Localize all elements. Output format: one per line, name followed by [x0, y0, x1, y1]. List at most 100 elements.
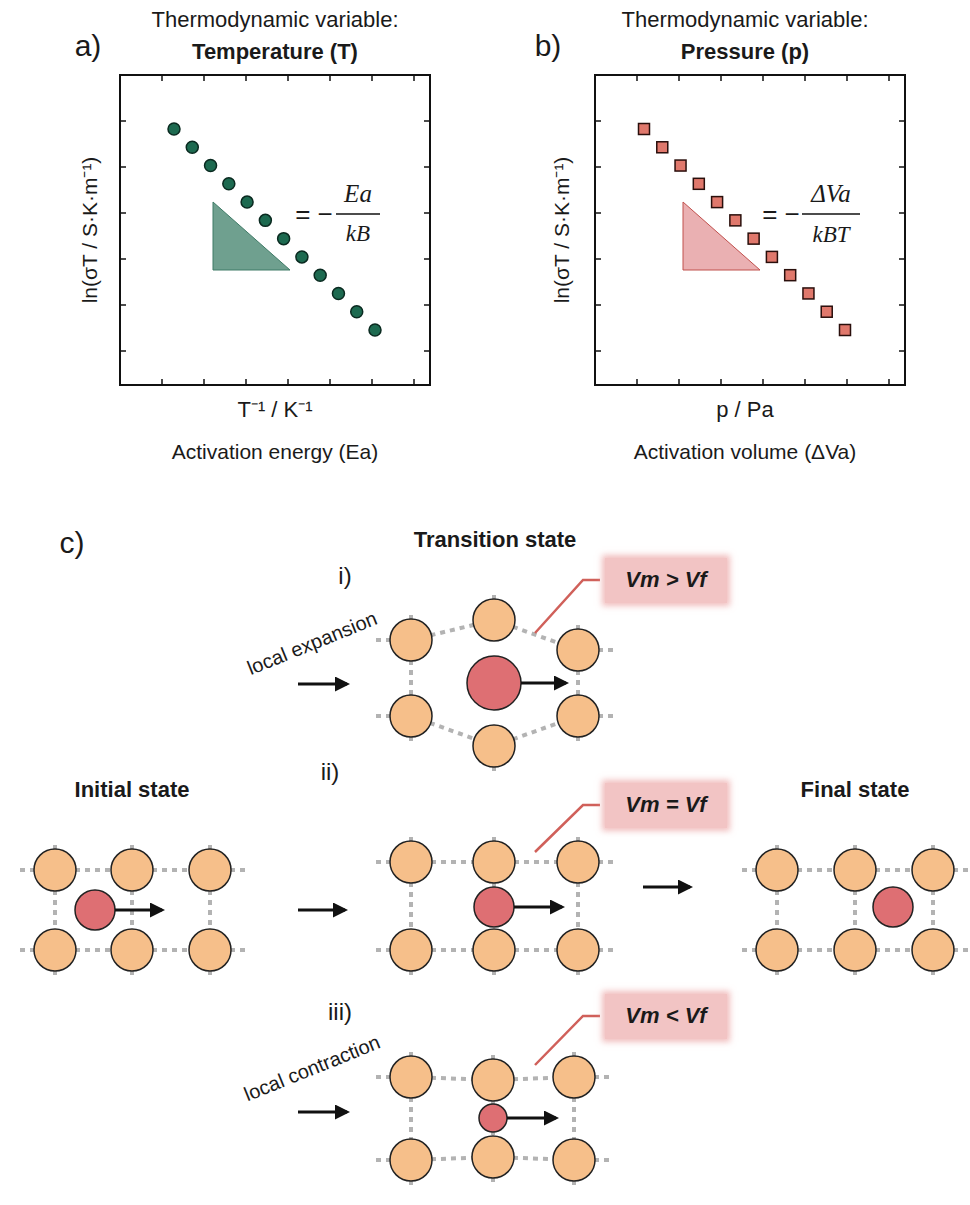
data-point — [241, 196, 253, 208]
host-atom — [111, 849, 153, 891]
panel-heading: Thermodynamic variable: — [622, 8, 869, 32]
host-atom — [834, 929, 876, 971]
host-atom — [390, 695, 432, 737]
state-title: Final state — [801, 778, 910, 802]
host-atom — [390, 1056, 432, 1098]
motion-arrow — [514, 906, 562, 909]
data-point — [803, 288, 814, 299]
data-point — [332, 287, 344, 299]
panel-letter: b) — [535, 29, 562, 62]
motion-arrow — [521, 682, 566, 685]
lattice — [739, 840, 970, 980]
mobile-ion — [467, 656, 521, 710]
data-point — [223, 178, 235, 190]
host-atom — [553, 1056, 595, 1098]
leader-line — [535, 1016, 600, 1065]
equation: = − — [762, 200, 800, 229]
host-atom — [189, 929, 231, 971]
axis-caption: Activation energy (Ea) — [172, 440, 379, 463]
mobile-ion — [479, 1104, 507, 1132]
mobile-ion — [474, 887, 514, 927]
axis-title: ln(σT / S·K·m⁻¹) — [550, 157, 573, 304]
equation: = − — [295, 200, 333, 229]
leader-line — [535, 580, 600, 633]
host-atom — [34, 849, 76, 891]
host-atom — [557, 929, 599, 971]
panel-letter: c) — [60, 526, 85, 559]
host-atom — [390, 1139, 432, 1181]
callout-box: Vm = Vf — [605, 783, 727, 828]
process-note: local contraction — [241, 1031, 383, 1106]
data-point — [840, 325, 851, 336]
data-point — [693, 178, 704, 189]
data-point — [730, 215, 741, 226]
host-atom — [912, 929, 954, 971]
data-point — [278, 233, 290, 245]
process-arrow — [643, 886, 690, 889]
host-atom — [390, 929, 432, 971]
equation: ΔVa — [811, 180, 851, 208]
panel-heading: Temperature (T) — [192, 40, 358, 64]
plot-frame — [120, 75, 430, 385]
mobile-ion — [873, 887, 913, 927]
data-point — [766, 251, 777, 262]
case-number: iii) — [328, 999, 352, 1025]
slope-triangle — [213, 202, 290, 270]
slope-triangle — [683, 202, 760, 270]
host-atom — [473, 841, 515, 883]
data-point — [296, 251, 308, 263]
data-point — [314, 269, 326, 281]
lattice — [373, 1047, 612, 1190]
state-title: Transition state — [414, 528, 577, 552]
motion-arrow — [507, 1117, 556, 1120]
data-point — [785, 270, 796, 281]
data-point — [675, 160, 686, 171]
equation: Ea — [344, 180, 372, 208]
panel-heading: Thermodynamic variable: — [152, 8, 399, 32]
data-point — [351, 306, 363, 318]
state-title: Initial state — [75, 778, 190, 802]
data-point — [259, 214, 271, 226]
host-atom — [557, 695, 599, 737]
host-atom — [756, 849, 798, 891]
host-atom — [912, 849, 954, 891]
process-arrow — [298, 909, 345, 912]
callout-text: Vm = Vf — [625, 792, 706, 818]
panel-letter: a) — [75, 29, 102, 62]
host-atom — [557, 629, 599, 671]
equation: kBT — [812, 222, 849, 247]
callout-box: Vm < Vf — [605, 994, 727, 1039]
mobile-ion — [75, 890, 115, 930]
data-point — [369, 324, 381, 336]
lattice — [373, 832, 616, 980]
fraction-bar — [802, 213, 860, 215]
callout-text: Vm > Vf — [625, 567, 706, 593]
host-atom — [472, 1136, 514, 1178]
data-point — [639, 124, 650, 135]
host-atom — [189, 849, 231, 891]
host-atom — [34, 929, 76, 971]
panel-heading: Pressure (p) — [681, 40, 809, 64]
data-point — [821, 306, 832, 317]
data-point — [186, 141, 198, 153]
data-point — [205, 160, 217, 172]
equation: kB — [346, 221, 370, 246]
host-atom — [473, 725, 515, 767]
axis-title: T⁻¹ / K⁻¹ — [237, 398, 312, 422]
host-atom — [756, 929, 798, 971]
axis-title: p / Pa — [716, 398, 773, 422]
host-atom — [390, 841, 432, 883]
data-point — [657, 142, 668, 153]
callout-box: Vm > Vf — [605, 558, 727, 603]
host-atom — [473, 929, 515, 971]
callout-text: Vm < Vf — [625, 1003, 706, 1029]
host-atom — [473, 599, 515, 641]
host-atom — [834, 849, 876, 891]
host-atom — [472, 1059, 514, 1101]
lattice — [373, 590, 616, 776]
data-point — [168, 123, 180, 135]
axis-title: ln(σT / S·K·m⁻¹) — [78, 157, 101, 304]
lattice — [17, 840, 248, 980]
case-number: ii) — [321, 759, 340, 785]
host-atom — [553, 1139, 595, 1181]
